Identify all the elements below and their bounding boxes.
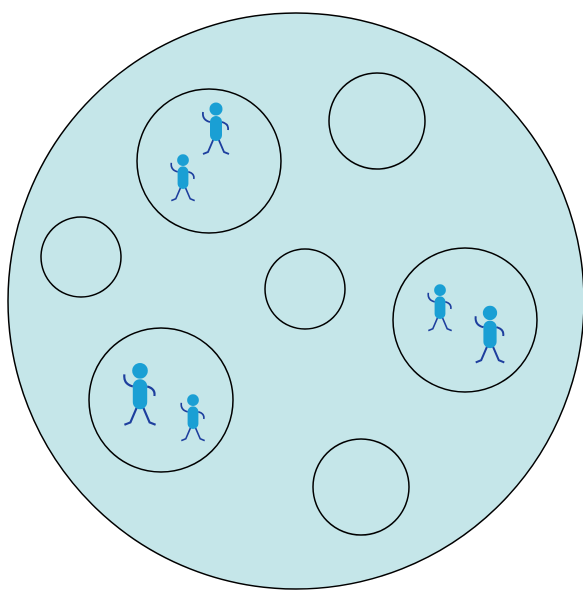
outer-boundary-circle	[8, 13, 583, 589]
